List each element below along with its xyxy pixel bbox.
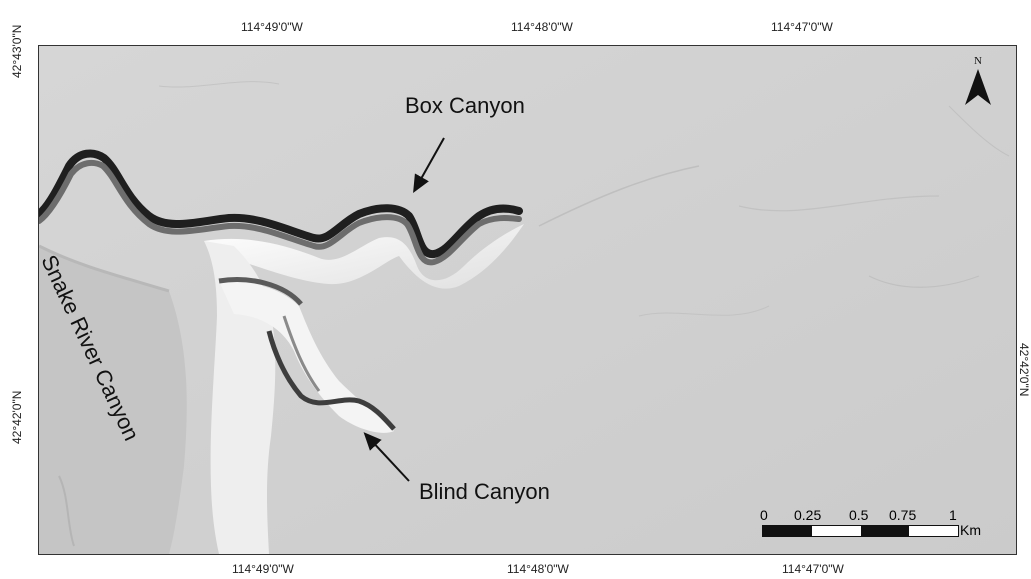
scale-tick-075: 0.75 (889, 507, 917, 523)
hillshade-map: Box Canyon Blind Canyon Snake River Cany… (38, 45, 1017, 555)
annotation-arrows (363, 137, 445, 482)
blind-canyon-arrow (363, 432, 410, 482)
lat-label-left-2: 42°42'0"N (10, 390, 24, 444)
scale-unit: Km (960, 522, 981, 538)
scale-bar: 0 0.25 0.5 0.75 1 Km (760, 505, 1000, 545)
blind-canyon-label: Blind Canyon (419, 479, 550, 504)
scale-bar-segments (762, 525, 959, 537)
box-canyon-label: Box Canyon (405, 93, 525, 118)
scale-tick-0: 0 (760, 507, 768, 523)
lon-label-top-1: 114°49'0"W (241, 20, 303, 34)
lat-label-left-1: 42°43'0"N (10, 24, 24, 78)
box-canyon-arrow (413, 137, 445, 193)
lon-label-top-3: 114°47'0"W (771, 20, 833, 34)
north-arrow-icon (965, 69, 991, 105)
scale-tick-05: 0.5 (849, 507, 869, 523)
north-arrow: N (963, 55, 993, 115)
hillshade-terrain (39, 46, 1016, 554)
scale-tick-1: 1 (949, 507, 957, 523)
lon-label-bottom-1: 114°49'0"W (232, 562, 294, 576)
lat-label-right-1: 42°42'0"N (1017, 343, 1031, 397)
lon-label-top-2: 114°48'0"W (511, 20, 573, 34)
lon-label-bottom-2: 114°48'0"W (507, 562, 569, 576)
north-label: N (974, 55, 982, 67)
scale-tick-025: 0.25 (794, 507, 822, 523)
lon-label-bottom-3: 114°47'0"W (782, 562, 844, 576)
